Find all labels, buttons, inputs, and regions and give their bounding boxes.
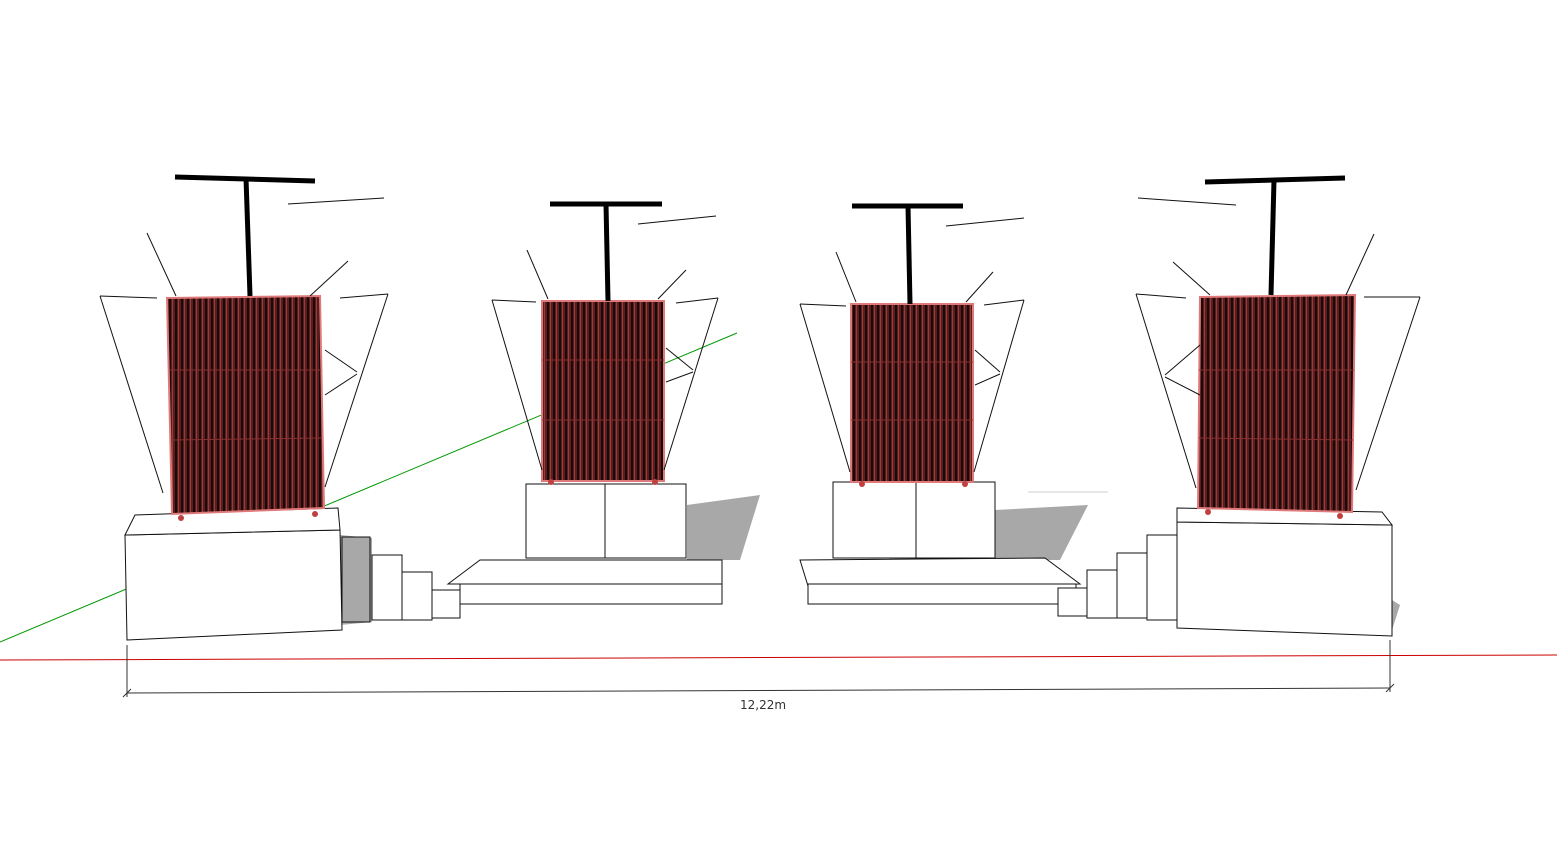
pedestal (525, 483, 687, 559)
platform (799, 557, 1082, 587)
annotation-leaders (491, 215, 719, 471)
pedestal (832, 481, 996, 559)
annotation-leaders (799, 217, 1025, 473)
radiator-panel (1196, 293, 1357, 514)
annotation-leaders (99, 197, 389, 494)
radiator-panel (165, 294, 326, 516)
radiator-panel (541, 300, 665, 482)
base-block (124, 529, 343, 641)
annotation-leaders (1135, 197, 1421, 491)
radiator-panel (850, 303, 974, 483)
dimension-label: 12,22m (740, 698, 787, 712)
dimension-line[interactable] (122, 640, 1395, 698)
unit-2[interactable] (446, 201, 760, 605)
unit-1[interactable] (99, 174, 461, 641)
stairs (1057, 534, 1178, 621)
unit-4[interactable] (1057, 175, 1421, 637)
stairs (341, 536, 461, 623)
unit-3[interactable] (799, 203, 1108, 605)
red-axis (0, 654, 1557, 661)
platform (446, 559, 723, 585)
base-block (1176, 521, 1393, 637)
